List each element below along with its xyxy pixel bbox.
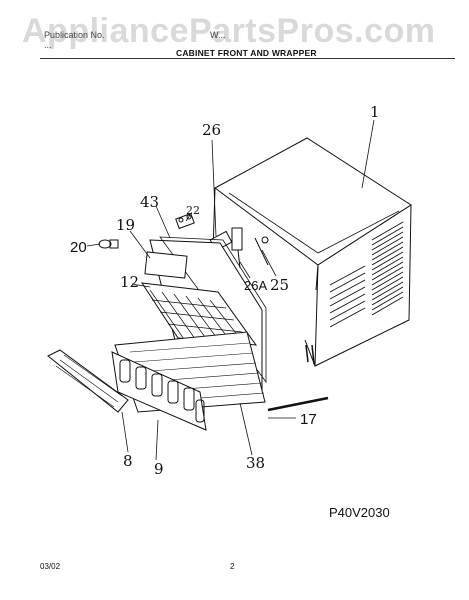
callout-26: 26 bbox=[202, 121, 221, 139]
label-plate bbox=[144, 251, 188, 279]
callout-17: 17 bbox=[300, 411, 317, 428]
callout-20: 20 bbox=[70, 239, 87, 256]
callout-1: 1 bbox=[370, 103, 380, 121]
callout-19: 19 bbox=[116, 216, 135, 234]
clip-pair bbox=[175, 212, 195, 230]
support-rod bbox=[267, 396, 329, 412]
publication-number: ... bbox=[44, 40, 52, 50]
callout-12: 12 bbox=[120, 273, 139, 291]
callout-25: 25 bbox=[270, 276, 289, 294]
callout-9: 9 bbox=[154, 460, 164, 478]
watermark-logo: AppliancePartsPros.com bbox=[22, 12, 436, 50]
callout-38: 38 bbox=[246, 454, 265, 472]
callout-8: 8 bbox=[123, 452, 133, 470]
footer-date: 03/02 bbox=[40, 562, 61, 571]
diagram-code: P40V2030 bbox=[329, 505, 390, 520]
cabinet-wrapper bbox=[212, 137, 412, 367]
callout-43: 43 bbox=[140, 193, 159, 211]
footer-page-number: 2 bbox=[230, 562, 235, 571]
louvre-assembly bbox=[111, 351, 207, 431]
vane-blade bbox=[47, 349, 129, 413]
header-divider bbox=[40, 58, 455, 59]
publication-label: Publication No. bbox=[44, 30, 105, 40]
page-title: CABINET FRONT AND WRAPPER bbox=[176, 48, 317, 58]
control-knob bbox=[98, 239, 119, 249]
model-label: W... bbox=[210, 30, 226, 40]
callout-26a: 26A bbox=[244, 278, 267, 293]
callout-22: 22 bbox=[186, 204, 200, 217]
leader-lines bbox=[86, 119, 375, 461]
